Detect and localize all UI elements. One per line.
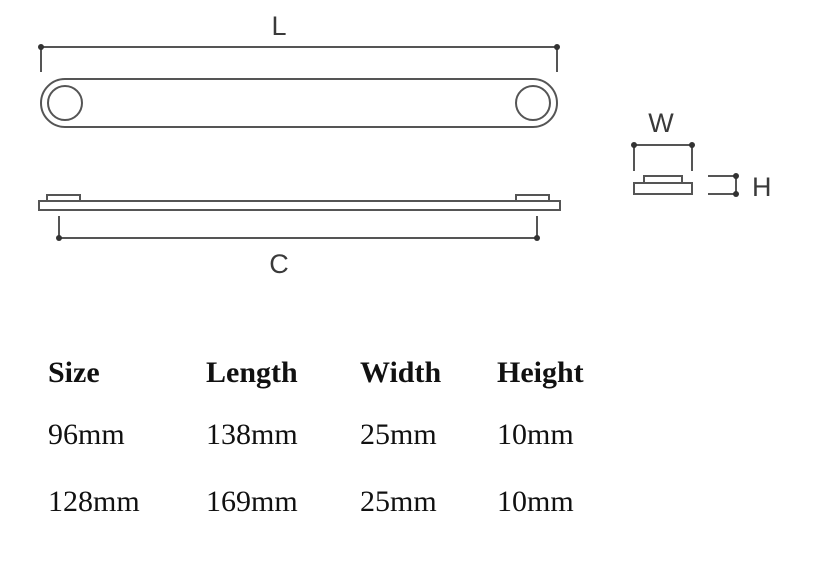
- cell-height: 10mm: [497, 417, 574, 451]
- cell-size: 128mm: [48, 484, 140, 518]
- cell-size: 96mm: [48, 417, 125, 451]
- cell-length: 169mm: [206, 484, 298, 518]
- handle-top-view: [40, 78, 558, 128]
- left-mounting-hole: [47, 85, 83, 121]
- right-mounting-hole: [515, 85, 551, 121]
- handle-side-view: [38, 194, 561, 211]
- length-end-dot: [554, 44, 560, 50]
- cell-height: 10mm: [497, 484, 574, 518]
- center-distance-label: C: [269, 249, 289, 279]
- width-end-dot: [689, 142, 695, 148]
- column-header-size: Size: [48, 356, 100, 389]
- handle-end-view: [633, 144, 693, 195]
- handle-dimension-diagram: L C W H: [38, 11, 772, 279]
- table-row: 96mm 138mm 25mm 10mm: [48, 401, 617, 468]
- cell-width: 25mm: [360, 417, 437, 451]
- height-end-dot: [733, 173, 739, 179]
- center-distance-dimension-line: [58, 216, 538, 239]
- length-end-dot: [38, 44, 44, 50]
- center-end-dot: [534, 235, 540, 241]
- column-header-length: Length: [206, 356, 298, 389]
- width-end-dot: [631, 142, 637, 148]
- height-dimension-line: [708, 175, 737, 195]
- length-dimension-line: [40, 46, 558, 72]
- table-header-row: Size Length Width Height: [48, 345, 617, 401]
- size-spec-table: Size Length Width Height 96mm 138mm 25mm…: [48, 345, 617, 535]
- height-label: H: [752, 172, 772, 202]
- cell-width: 25mm: [360, 484, 437, 518]
- column-header-height: Height: [497, 356, 584, 389]
- column-header-width: Width: [360, 356, 442, 389]
- center-end-dot: [56, 235, 62, 241]
- cell-length: 138mm: [206, 417, 298, 451]
- height-end-dot: [733, 191, 739, 197]
- width-label: W: [648, 108, 674, 138]
- length-label: L: [271, 11, 286, 41]
- table-row: 128mm 169mm 25mm 10mm: [48, 468, 617, 535]
